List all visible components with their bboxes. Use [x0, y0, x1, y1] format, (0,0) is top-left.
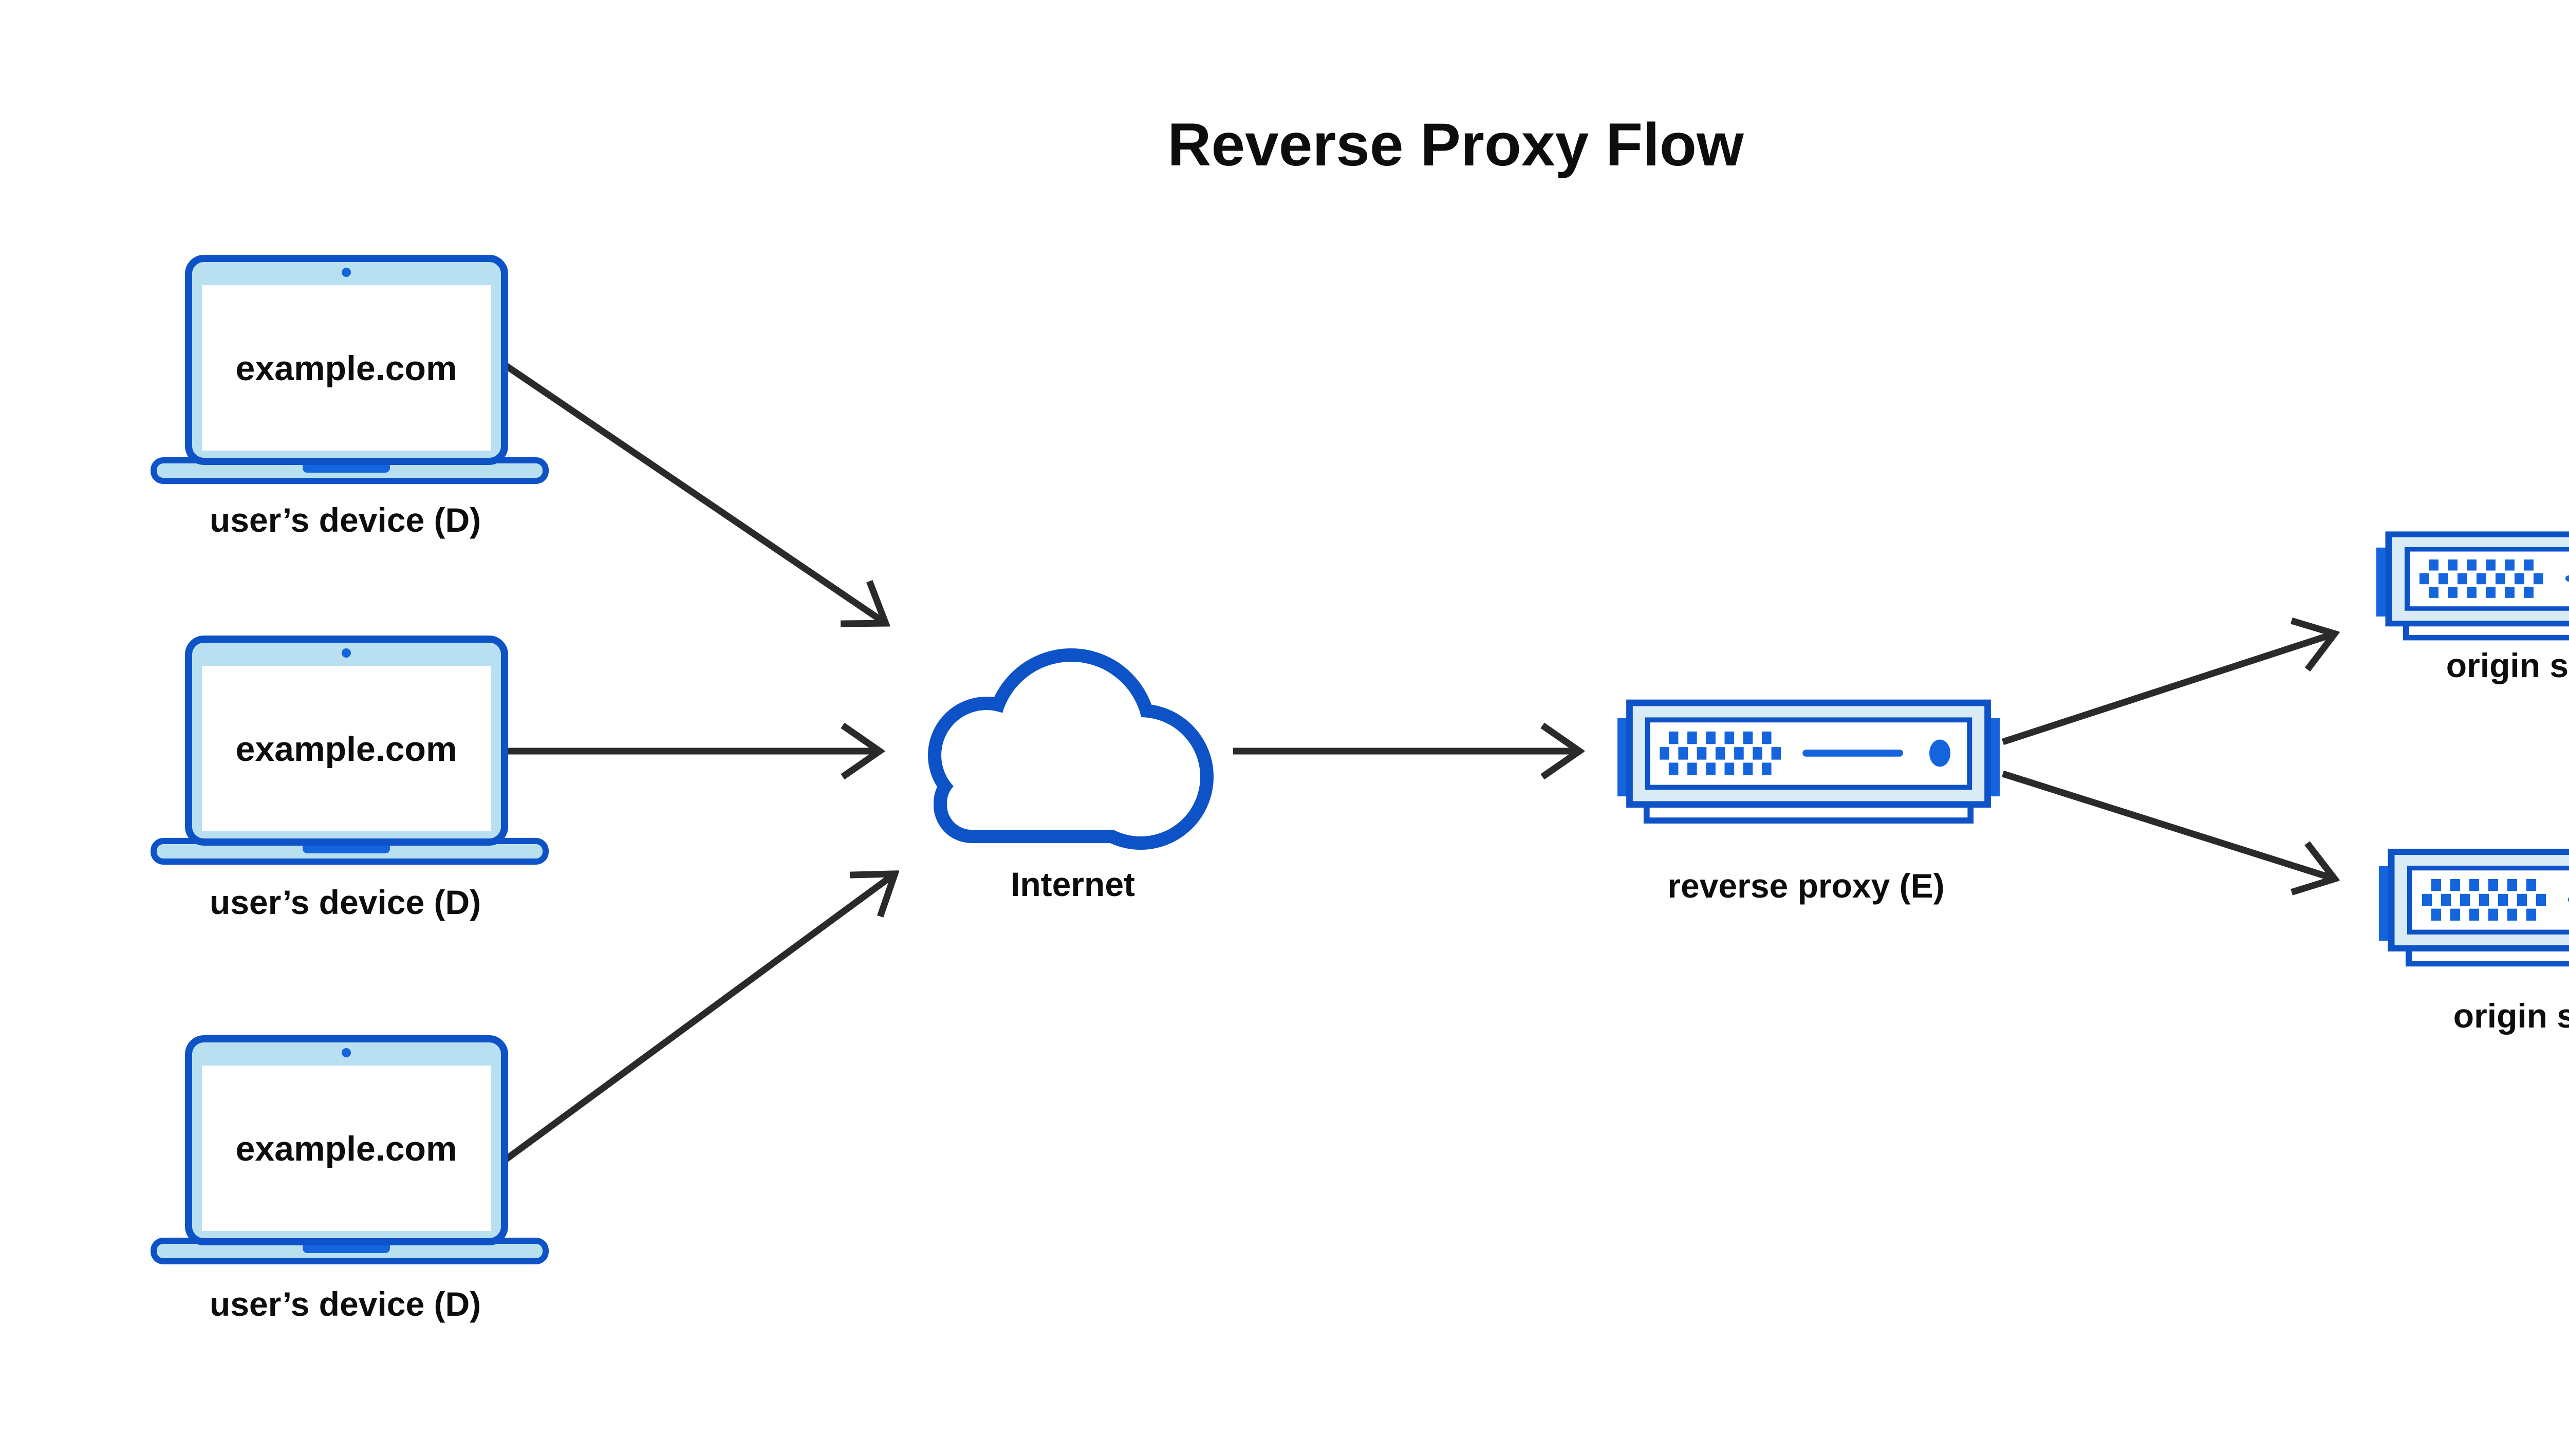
flow-arrows [501, 363, 2334, 1164]
origin-server-2 [2379, 852, 2569, 964]
origin-server-1-label: origin server (F) [2446, 646, 2569, 684]
user-device-1-label: user’s device (D) [210, 501, 481, 539]
server-icon [2376, 534, 2569, 638]
device-screen-url: example.com [236, 349, 457, 388]
reverse-proxy-label: reverse proxy (E) [1667, 867, 1944, 905]
user-device-3: example.com [154, 1039, 546, 1261]
device-screen-url: example.com [236, 730, 457, 769]
user-device-1: example.com [154, 258, 546, 481]
internet-label: Internet [1011, 865, 1135, 903]
reverse-proxy [1617, 703, 2000, 820]
user-device-3-label: user’s device (D) [210, 1285, 481, 1323]
arrow-proxy-to-origin1 [2001, 634, 2334, 745]
server-icon [2379, 852, 2569, 964]
server-icon [1617, 703, 2000, 820]
device-screen-url: example.com [236, 1129, 457, 1168]
origin-server-1 [2376, 534, 2569, 638]
arrow-device1-to-internet [504, 363, 885, 623]
arrow-device3-to-internet [501, 874, 894, 1164]
user-device-2: example.com [154, 639, 546, 862]
page-title: Reverse Proxy Flow [1167, 111, 1744, 179]
user-device-2-label: user’s device (D) [210, 883, 481, 921]
arrow-proxy-to-origin2 [2002, 770, 2334, 879]
origin-server-2-label: origin server (F) [2453, 997, 2569, 1035]
